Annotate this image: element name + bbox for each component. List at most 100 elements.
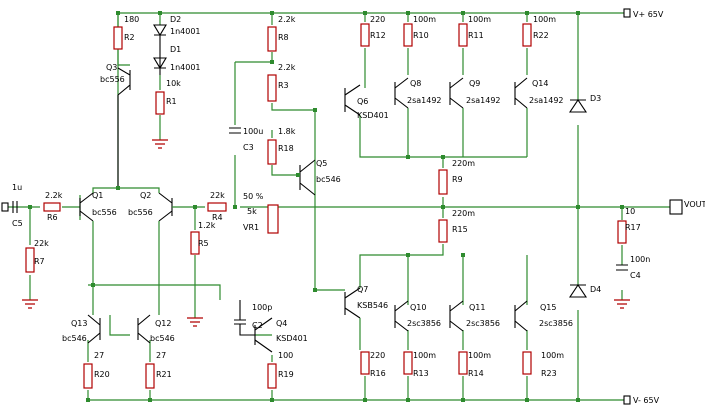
label-q14: Q14 [532,79,548,88]
label-q2-value: bc556 [128,208,153,217]
label-r23: R23 [541,369,557,378]
capacitor-c2-symbol [234,300,255,336]
label-r15: R15 [452,225,468,234]
q3-wires [117,13,161,140]
resistor-r19 [267,363,277,389]
label-r12-value: 220 [370,15,385,24]
label-q4: Q4 [276,319,287,328]
label-q10-value: 2sc3856 [407,319,441,328]
label-d1-value: 1n4001 [170,63,201,72]
transistor-q9-symbol [449,77,464,109]
label-r8-value: 2.2k [278,15,296,24]
label-r20: R20 [94,370,110,379]
label-q12: Q12 [155,319,171,328]
label-r21: R21 [156,370,172,379]
label-q3-value: bc556 [100,75,125,84]
label-vout: VOUT [684,200,705,209]
label-r18: R18 [278,144,294,153]
label-c3: C3 [243,143,254,152]
resistor-r14 [458,351,468,375]
label-q9: Q9 [469,79,480,88]
label-q5-value: bc546 [316,175,341,184]
resistor-r8 [267,26,277,52]
label-q14-value: 2sa1492 [529,96,564,105]
input-wires [8,195,81,300]
label-r1-value: 10k [166,79,181,88]
label-q8-value: 2sa1492 [407,96,442,105]
label-r10: R10 [413,31,429,40]
diode-d2-symbol [153,24,167,48]
label-c2-value: 100p [252,303,272,312]
label-r5: R5 [198,239,209,248]
resistor-r23 [522,351,532,375]
resistor-r22 [522,23,532,47]
label-r3: R3 [278,81,289,90]
label-r13-value: 100m [413,351,436,360]
label-d1: D1 [170,45,181,54]
label-q6-value: KSD401 [357,111,389,120]
label-r11-value: 100m [468,15,491,24]
transistor-q11-symbol [449,300,464,332]
transistor-q7-symbol [344,287,361,319]
resistor-r5 [190,231,200,255]
label-r15-value: 220m [452,209,475,218]
label-r4: R4 [212,213,223,222]
label-q1-value: bc556 [92,208,117,217]
transistor-q6-symbol [344,84,361,116]
label-r22-value: 100m [533,15,556,24]
label-r2: R2 [124,33,135,42]
diode-d1-symbol [153,48,167,75]
transistor-q14-symbol [514,77,528,109]
transistor-q15-symbol [514,300,528,332]
label-r14: R14 [468,369,484,378]
resistor-r10 [403,23,413,47]
diode-d4-symbol [568,284,588,298]
label-c4: C4 [630,271,641,280]
transistor-q5-symbol [299,159,316,196]
label-r9-value: 220m [452,159,475,168]
label-r6-value: 2.2k [45,191,63,200]
label-q8: Q8 [410,79,421,88]
potentiometer-vr1 [267,204,279,234]
label-r4-value: 22k [210,191,225,200]
resistor-r1 [155,91,165,115]
resistor-r15 [438,219,448,243]
label-r11: R11 [468,31,484,40]
capacitor-c3-symbol [229,127,241,134]
label-vminus: V- 65V [633,396,660,405]
label-r7-value: 22k [34,239,49,248]
label-r21-value: 27 [156,351,166,360]
label-q6: Q6 [357,97,368,106]
label-r19-value: 100 [278,351,293,360]
lower-output-wires [315,207,528,400]
label-r6: R6 [47,213,58,222]
resistor-r11 [458,23,468,47]
label-q11-value: 2sc3856 [466,319,500,328]
label-d2: D2 [170,15,181,24]
label-r5-value: 1.2k [198,221,216,230]
resistor-r2 [113,26,123,50]
label-d4: D4 [590,285,601,294]
label-q9-value: 2sa1492 [466,96,501,105]
label-r20-value: 27 [94,351,104,360]
label-r7: R7 [34,257,45,266]
transistor-q2-symbol [158,192,173,222]
vminus-terminal [623,395,631,405]
label-c2: C2 [252,321,263,330]
transistor-q10-symbol [394,300,409,332]
resistor-r4 [207,202,227,212]
label-r14-value: 100m [468,351,491,360]
label-r2-value: 180 [124,15,139,24]
label-r13: R13 [413,369,429,378]
label-r12: R12 [370,31,386,40]
vout-terminal [669,199,683,215]
label-q5: Q5 [316,159,327,168]
label-r18-value: 1.8k [278,127,296,136]
transistor-q8-symbol [394,77,409,109]
resistor-r13 [403,351,413,375]
label-vr1-position: 50 % [243,192,264,201]
label-q12-value: bc546 [150,334,175,343]
resistor-r16 [360,351,370,375]
junction-dots [28,11,624,402]
